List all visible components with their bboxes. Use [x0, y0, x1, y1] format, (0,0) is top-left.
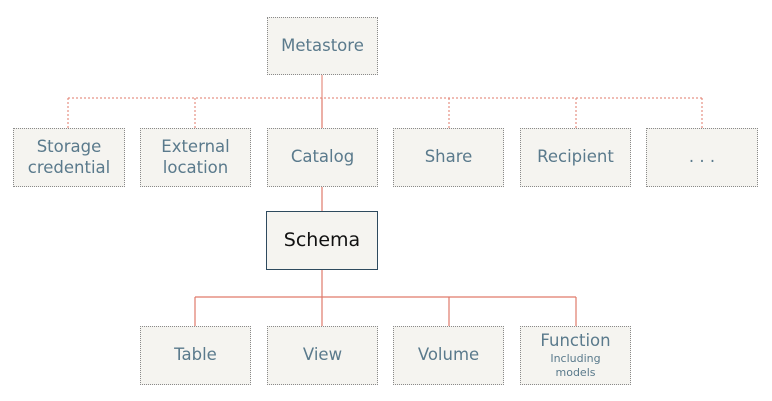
more-node: . . . — [646, 128, 758, 187]
volume-node: Volume — [393, 326, 504, 385]
catalog-node: Catalog — [267, 128, 378, 187]
metastore-label: Metastore — [281, 35, 364, 55]
recipient-label: Recipient — [537, 147, 614, 167]
volume-label: Volume — [417, 345, 480, 365]
storage-credential-label: Storage credential — [27, 137, 111, 177]
function-sublabel: Including models — [550, 352, 601, 380]
view-node: View — [267, 326, 378, 385]
external-location-label: External location — [161, 137, 230, 177]
catalog-label: Catalog — [290, 147, 355, 167]
more-label: . . . — [688, 147, 716, 167]
function-node: Function Including models — [520, 326, 631, 385]
view-label: View — [302, 345, 343, 365]
table-label: Table — [174, 345, 217, 365]
share-node: Share — [393, 128, 504, 187]
schema-node: Schema — [266, 211, 378, 270]
storage-credential-node: Storage credential — [13, 128, 125, 187]
metastore-node: Metastore — [267, 17, 378, 75]
table-node: Table — [140, 326, 251, 385]
schema-label: Schema — [283, 228, 361, 251]
share-label: Share — [424, 147, 473, 167]
external-location-node: External location — [140, 128, 251, 187]
recipient-node: Recipient — [520, 128, 631, 187]
function-label: Function — [540, 331, 611, 351]
